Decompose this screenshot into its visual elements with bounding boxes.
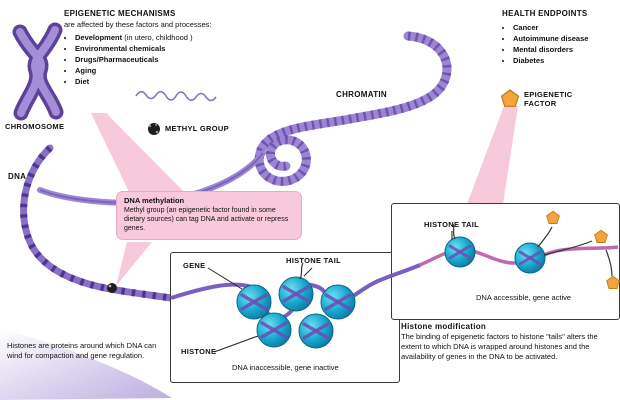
dna-methylation-callout: DNA methylation Methyl group (an epigene… xyxy=(116,191,302,240)
gene-label: GENE xyxy=(183,261,206,270)
histone-note: Histones are proteins around which DNA c… xyxy=(7,341,157,360)
dna-label: DNA xyxy=(8,172,27,181)
item-bold: Environmental chemicals xyxy=(75,44,166,53)
item-bold: Autoimmune disease xyxy=(513,34,589,43)
list-item: Drugs/Pharmaceuticals xyxy=(75,54,264,65)
purple-wedge xyxy=(0,328,172,400)
chromosome-label: CHROMOSOME xyxy=(5,122,65,131)
item-rest: (in utero, childhood ) xyxy=(122,33,193,42)
item-bold: Drugs/Pharmaceuticals xyxy=(75,55,159,64)
health-endpoints-panel: HEALTH ENDPOINTS Cancer Autoimmune disea… xyxy=(502,9,614,66)
dna-methylation-body: Methyl group (an epigenetic factor found… xyxy=(124,207,289,233)
list-item: Cancer xyxy=(513,22,614,33)
item-bold: Diabetes xyxy=(513,56,545,65)
histone-tail-label-right: HISTONE TAIL xyxy=(424,220,479,229)
histone-modification-heading: Histone modification xyxy=(401,322,487,331)
chromosome-illustration xyxy=(12,22,64,121)
health-heading: HEALTH ENDPOINTS xyxy=(502,9,588,18)
mechanisms-heading: EPIGENETIC MECHANISMS xyxy=(64,9,176,18)
mechanisms-list: Development (in utero, childhood ) Envir… xyxy=(64,32,264,87)
dna-accessible-caption: DNA accessible, gene active xyxy=(476,293,572,302)
histone-modification-block: Histone modification The binding of epig… xyxy=(401,322,606,362)
item-bold: Development xyxy=(75,33,123,42)
list-item: Diet xyxy=(75,76,264,87)
beam-callout-to-methyl xyxy=(116,242,152,286)
item-bold: Mental disorders xyxy=(513,45,574,54)
epigenetic-factor-label: EPIGENETIC FACTOR xyxy=(524,90,573,108)
histone-tail-label-center: HISTONE TAIL xyxy=(286,256,341,265)
histone-label: HISTONE xyxy=(181,347,217,356)
methyl-group-label: METHYL GROUP xyxy=(165,124,229,133)
list-item: Environmental chemicals xyxy=(75,43,264,54)
item-bold: Aging xyxy=(75,66,97,75)
dna-methylation-heading: DNA methylation xyxy=(124,196,185,205)
methyl-group-icon xyxy=(148,123,160,135)
item-bold: Cancer xyxy=(513,23,539,32)
chromatin-label: CHROMATIN xyxy=(336,90,387,99)
list-item: Autoimmune disease xyxy=(513,33,614,44)
epigenetic-factor-legend-icon xyxy=(500,89,520,107)
nucleosome-string-squiggle xyxy=(135,90,217,102)
histone-modification-body: The binding of epigenetic factors to his… xyxy=(401,332,598,361)
list-item: Mental disorders xyxy=(513,44,614,55)
list-item: Diabetes xyxy=(513,55,614,66)
dna-inaccessible-caption: DNA inaccessible, gene inactive xyxy=(232,363,339,372)
list-item: Aging xyxy=(75,65,264,76)
list-item: Development (in utero, childhood ) xyxy=(75,32,264,43)
mechanisms-intro: are affected by these factors and proces… xyxy=(64,20,212,29)
beam-factor-to-box xyxy=(467,106,518,204)
epigenetic-mechanisms-panel: EPIGENETIC MECHANISMS are affected by th… xyxy=(64,9,264,87)
health-list: Cancer Autoimmune disease Mental disorde… xyxy=(502,22,614,66)
methyl-group-on-dna xyxy=(107,283,117,293)
item-bold: Diet xyxy=(75,77,90,86)
